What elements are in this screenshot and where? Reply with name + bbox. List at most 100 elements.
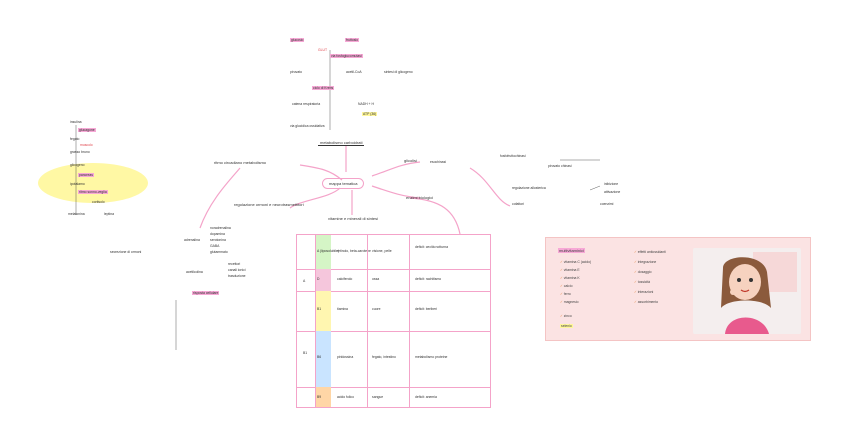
note-left-line: ✓ ferro: [560, 292, 571, 296]
branch-top[interactable]: metabolismo carboidrati: [318, 140, 365, 146]
top-line: via glucidica ossidativa: [290, 124, 325, 128]
note-right-line: ✓ tossicità: [634, 280, 651, 284]
table-cell: deficit: cecità notturna: [415, 245, 448, 249]
left-line: melatonina: [68, 212, 85, 216]
right-line: attivazione: [604, 190, 621, 194]
top-line: glucosio: [290, 38, 305, 42]
top-line: acetil-CoA: [346, 70, 362, 74]
vitamin-table: A (liposolubile) retinolo, beta-carotene…: [296, 234, 491, 408]
top-line: ATP (36): [362, 112, 378, 116]
branch-bottom[interactable]: vitamine e minerali di sintesi: [328, 216, 379, 221]
lb-line: acetilcolina: [186, 270, 203, 274]
top-line: via fosfoglucomutasi: [330, 54, 363, 58]
left-line: leptina: [104, 212, 114, 216]
lb-line: dopamina: [210, 232, 225, 236]
table-cell: metabolismo proteine: [415, 355, 448, 359]
highlight-blob: [38, 163, 148, 203]
lb-line: adrenalina: [184, 238, 200, 242]
branch-left[interactable]: ritmo circadiano metabolismo: [214, 160, 267, 165]
table-cell: B6: [317, 355, 322, 359]
table-cell: deficit: anemia: [415, 395, 437, 399]
lb-line: canali ionici: [228, 268, 246, 272]
table-row: B9 acido folico sangue deficit: anemia: [297, 387, 490, 407]
table-cell: visione, pelle: [372, 249, 392, 253]
note-left-line: ✓ vitamina C (acido): [560, 260, 592, 264]
table-cell: calciferolo: [337, 277, 353, 281]
right-line: cofattori: [512, 202, 525, 206]
top-line: NADH + H: [358, 102, 374, 106]
note-right-line: ✓ integrazione: [634, 260, 657, 264]
note-left-line: ✓ zinco: [560, 314, 572, 318]
table-cell: deficit: rachitismo: [415, 277, 442, 281]
top-line: GLUT: [318, 48, 328, 52]
table-cell: fegato, intestino: [372, 355, 396, 359]
detail-lines: [75, 50, 601, 350]
left-line: grasso bruno: [70, 150, 90, 154]
lb-line: secrezione di ormoni: [110, 250, 142, 254]
table-group: B1: [303, 351, 308, 355]
left-line: muscolo: [80, 143, 93, 147]
table-group: A: [303, 279, 306, 283]
lb-line: glutammato: [210, 250, 228, 254]
right-line: piruvato chinasi: [548, 164, 572, 168]
top-line: ciclo di Krebs: [312, 86, 335, 90]
center-node[interactable]: mappa tematica: [322, 178, 365, 189]
left-line: pancreas: [78, 173, 94, 177]
branch-connectors: [199, 146, 511, 235]
note-left-line: selenio: [560, 324, 573, 328]
left-line: fegato: [70, 137, 80, 141]
note-right-line: ✓ dosaggio: [634, 270, 652, 274]
note-left-line: ✓ magnesio: [560, 300, 579, 304]
note-right-line: ✓ effetti antiossidanti: [634, 250, 666, 254]
table-cell: A (liposolubile): [317, 249, 340, 253]
note-right-line: ✓ interazioni: [634, 290, 654, 294]
table-cell: acido folico: [337, 395, 354, 399]
top-line: catena respiratoria: [292, 102, 321, 106]
right-line: fosfofruttochinasi: [500, 154, 526, 158]
table-cell: sangue: [372, 395, 384, 399]
left-line: glicogeno: [70, 163, 85, 167]
note-left-line: ✓ vitamina K: [560, 276, 580, 280]
branch-bottom-left[interactable]: regolazione ormoni e neurotrasmettitori: [234, 202, 304, 207]
woman-icon: [721, 252, 797, 334]
table-cell: deficit: beriberi: [415, 307, 438, 311]
table-cell: D: [317, 277, 320, 281]
note-left-line: ✓ vitamina E: [560, 268, 580, 272]
right-line: inibizione: [604, 182, 619, 186]
lb-line: GABA: [210, 244, 220, 248]
left-line: ritmo sonno-veglia: [78, 190, 108, 194]
right-line: regolazione allosterica: [512, 186, 546, 190]
branch-right[interactable]: enzimi biologici: [406, 195, 434, 200]
top-line: fruttosio: [345, 38, 360, 42]
table-cell: tiamina: [337, 307, 348, 311]
branch-right-top[interactable]: glicolisi: [404, 158, 417, 163]
table-row: B6 piridossina fegato, intestino metabol…: [297, 331, 490, 388]
left-line: cortisolo: [92, 200, 105, 204]
right-line: esochinasi: [430, 160, 447, 164]
note-right-line: ✓ assorbimento: [634, 300, 659, 304]
table-row: A (liposolubile) retinolo, beta-carotene…: [297, 235, 490, 270]
table-cell: B1: [317, 307, 322, 311]
lb-line: risposta cellulare: [192, 291, 220, 295]
table-cell: cuore: [372, 307, 381, 311]
note-left-line: ✓ calcio: [560, 284, 573, 288]
left-line: insulina: [70, 120, 82, 124]
table-cell: piridossina: [337, 355, 354, 359]
lb-line: serotonina: [210, 238, 226, 242]
table-row: D calciferolo ossa deficit: rachitismo: [297, 269, 490, 292]
table-row: B1 tiamina cuore deficit: beriberi: [297, 291, 490, 332]
table-cell: B9: [317, 395, 322, 399]
lb-line: trasduzione: [228, 274, 246, 278]
right-line: coenzimi: [600, 202, 614, 206]
table-cell: ossa: [372, 277, 380, 281]
lb-line: noradrenalina: [210, 226, 231, 230]
lb-line: recettori: [228, 262, 241, 266]
left-line: ipotalamo: [70, 182, 85, 186]
note-title: multivitaminici: [558, 248, 585, 253]
table-cell: retinolo, beta-carotene: [337, 249, 371, 253]
top-line: piruvato: [290, 70, 303, 74]
portrait-illustration: [693, 248, 801, 334]
top-line: sintesi di glicogeno: [384, 70, 413, 74]
left-line: glucagone: [78, 128, 96, 132]
